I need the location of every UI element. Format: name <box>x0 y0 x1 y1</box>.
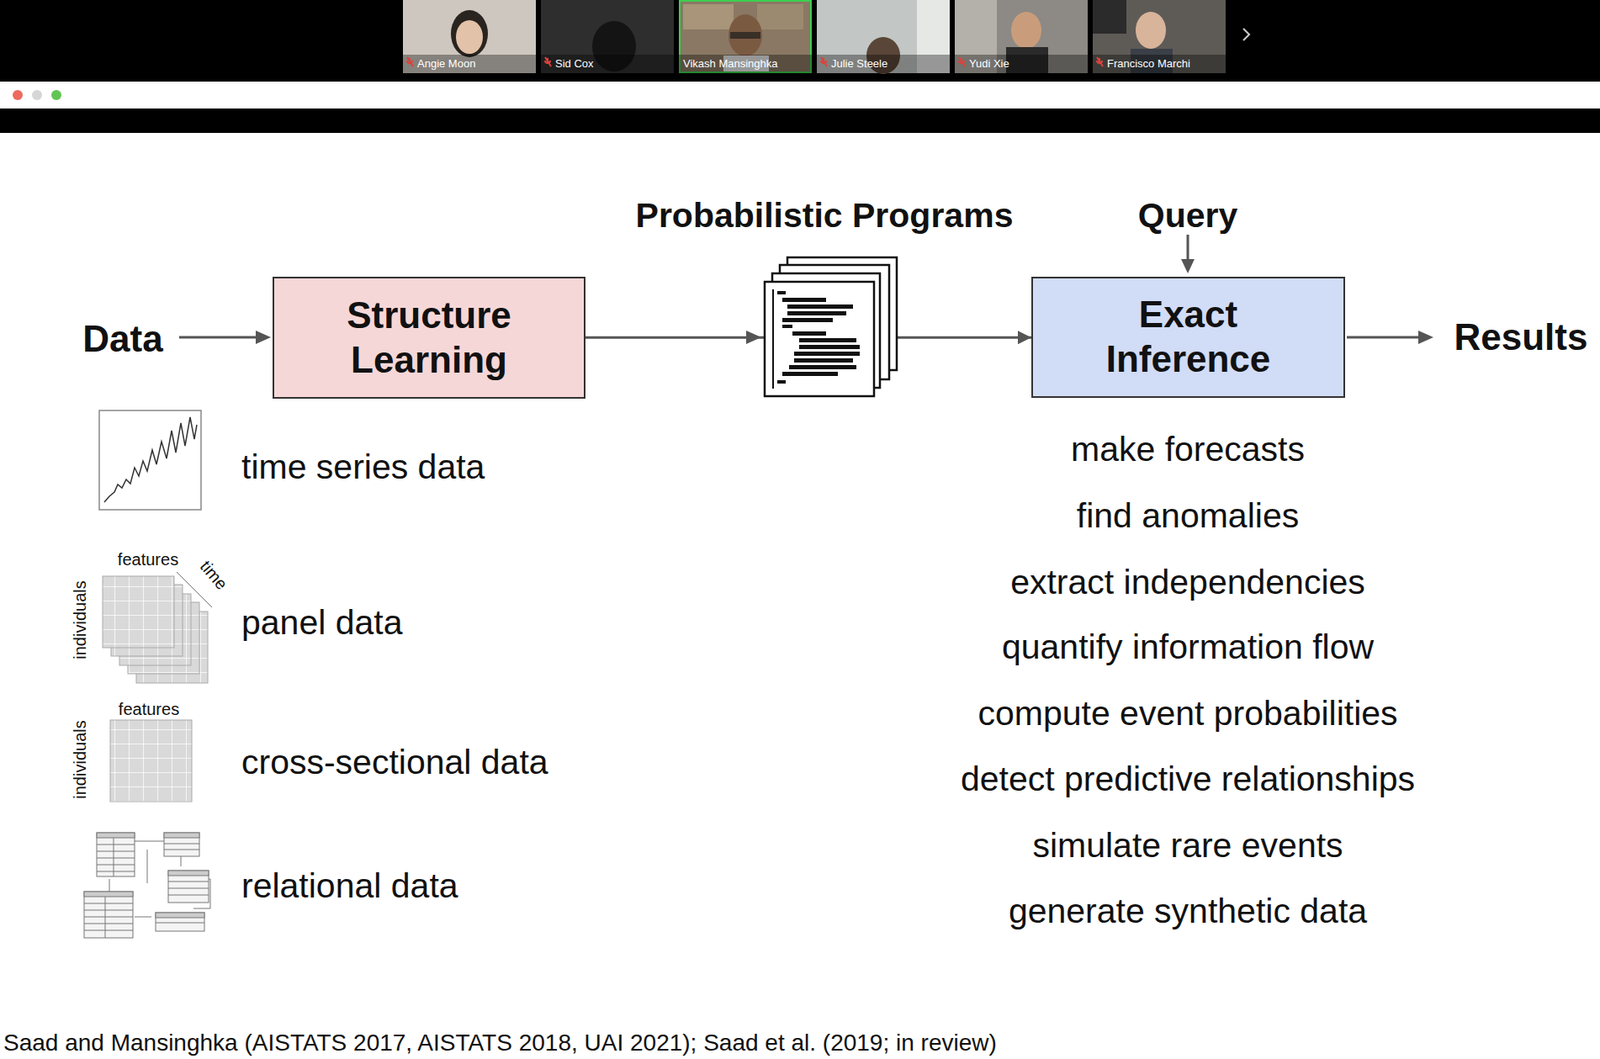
cross-sectional-icon <box>110 720 192 802</box>
relational-data-icon <box>84 832 211 938</box>
next-chevron <box>1243 28 1250 41</box>
query-result: simulate rare events <box>1032 826 1343 866</box>
participant-name: Angie Moon <box>417 58 476 71</box>
panel-data-icon <box>102 572 212 684</box>
time-series-icon <box>99 410 202 510</box>
data-type-label: cross-sectional data <box>241 742 549 783</box>
data-type-label: time series data <box>241 447 485 488</box>
participant-name: Francisco Marchi <box>1107 58 1191 71</box>
participant-name: Yudi Xie <box>969 58 1010 71</box>
axis-label: time <box>196 556 232 594</box>
query-result: make forecasts <box>1070 429 1305 470</box>
query-result: quantify information flow <box>1001 627 1374 668</box>
program-pages-icon <box>764 257 897 397</box>
code-lines <box>772 289 860 389</box>
data-type-label: relational data <box>241 866 459 906</box>
axis-label: individuals <box>70 580 91 659</box>
video-tiles <box>402 0 1226 75</box>
section-heading: Query <box>1138 196 1239 236</box>
process-box: Structure Learning <box>272 276 586 399</box>
query-result: find anomalies <box>1076 496 1299 536</box>
participant-name: Vikash Mansinghka <box>683 58 779 71</box>
io-label: Results <box>1454 316 1589 360</box>
process-box: Exact Inference <box>1031 276 1346 398</box>
participant-name: Sid Cox <box>555 58 594 71</box>
data-type-label: panel data <box>241 603 403 643</box>
section-heading: Probabilistic Programs <box>635 196 1014 236</box>
participant-name: Julie Steele <box>831 58 888 71</box>
query-result: compute event probabilities <box>977 694 1398 734</box>
axis-label: features <box>117 550 179 570</box>
node-text: Structure Learning <box>294 293 564 383</box>
query-result: detect predictive relationships <box>960 759 1415 800</box>
citation: Saad and Mansinghka (AISTATS 2017, AISTA… <box>3 1029 997 1057</box>
node-text: Exact Inference <box>1054 292 1324 382</box>
query-result: generate synthetic data <box>1008 891 1367 932</box>
io-label: Data <box>82 317 163 361</box>
query-result: extract independencies <box>1010 562 1366 603</box>
axis-label: individuals <box>70 720 91 799</box>
axis-label: features <box>118 699 180 720</box>
